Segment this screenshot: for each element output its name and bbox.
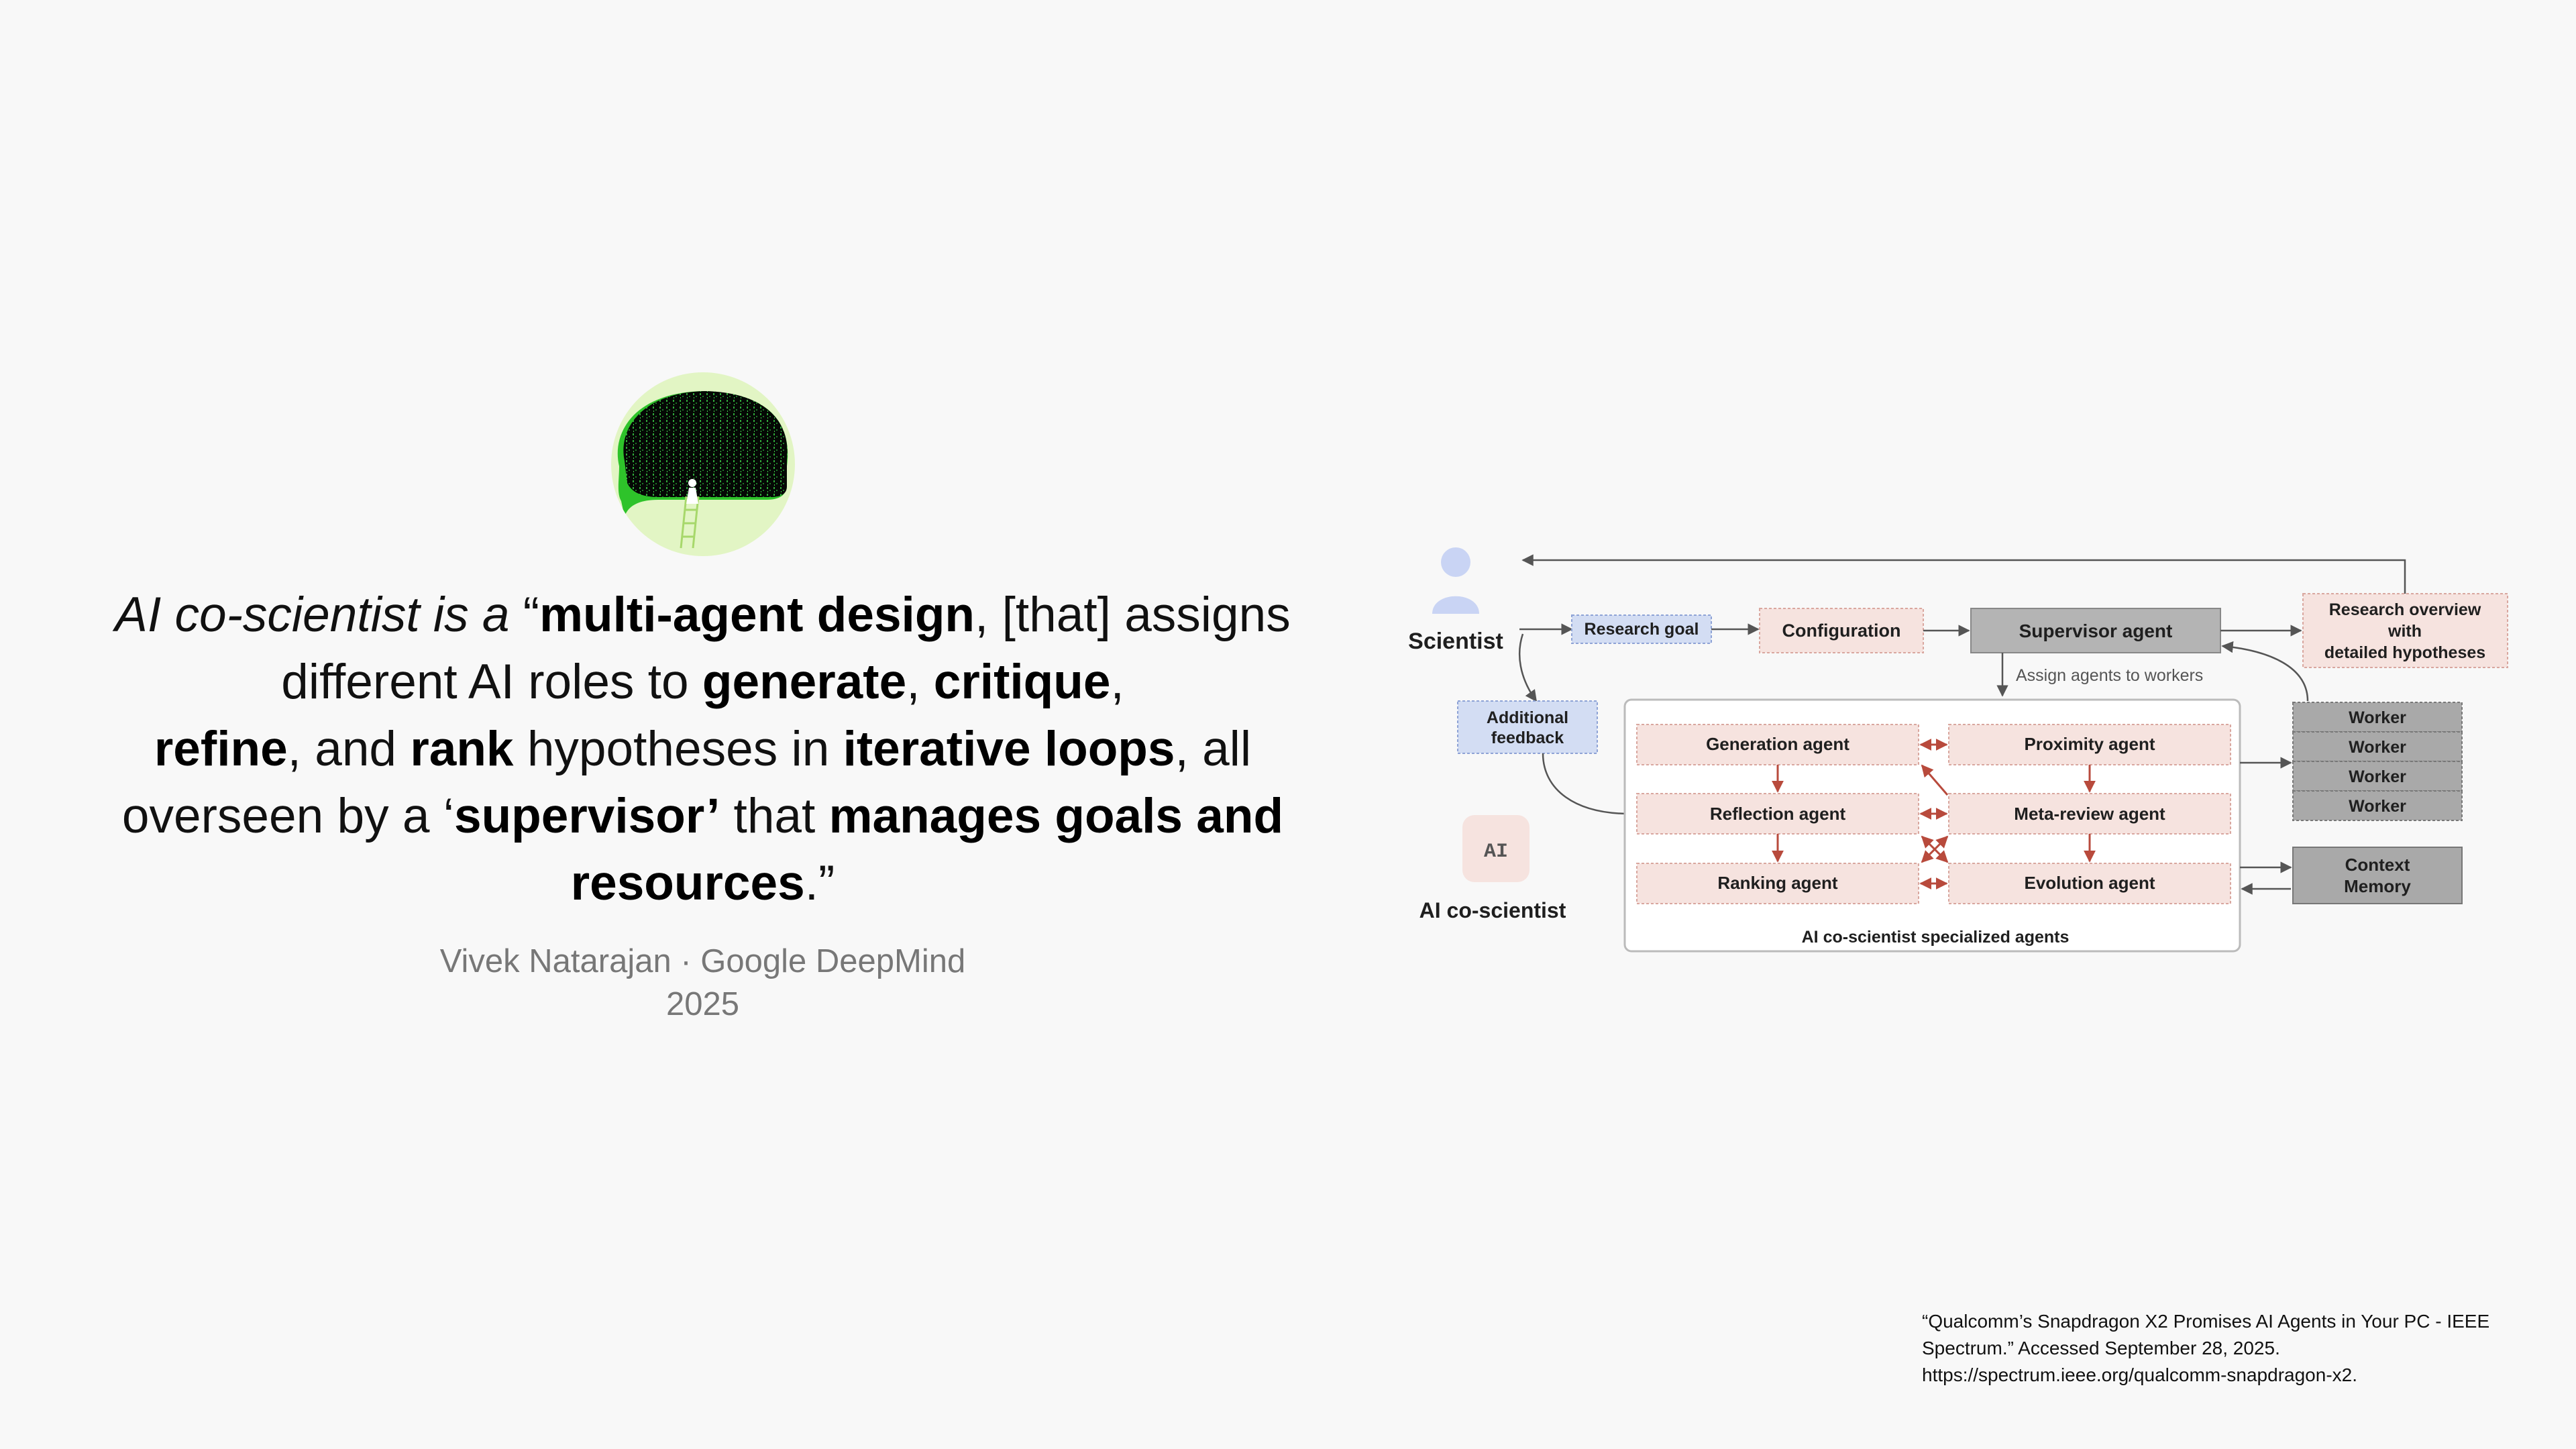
speech-bubble-illustration xyxy=(610,372,795,556)
svg-text:Worker: Worker xyxy=(2349,797,2406,816)
svg-text:Ranking agent: Ranking agent xyxy=(1717,873,1837,893)
agent-interaction-arrows xyxy=(1772,739,2096,890)
research-overview-box: Research overview with detailed hypothes… xyxy=(2302,593,2508,668)
reflection-agent-box: Reflection agent xyxy=(1636,793,1919,835)
supervisor-agent-box: Supervisor agent xyxy=(1970,608,2221,653)
quote-author: Vivek Natarajan · Google DeepMind xyxy=(439,943,966,979)
svg-text:Context: Context xyxy=(2345,855,2410,875)
svg-text:Proximity agent: Proximity agent xyxy=(2024,734,2155,754)
svg-text:Worker: Worker xyxy=(2349,708,2406,727)
svg-text:feedback: feedback xyxy=(1491,729,1564,747)
svg-text:with: with xyxy=(2387,622,2422,641)
context-memory-box: Context Memory xyxy=(2292,847,2463,904)
svg-text:Meta-review agent: Meta-review agent xyxy=(2014,804,2165,824)
svg-text:Memory: Memory xyxy=(2344,876,2411,896)
diagram-svg: Scientist Research goal Configuration Su… xyxy=(1408,547,2508,953)
svg-text:Worker: Worker xyxy=(2349,738,2406,757)
ai-badge-icon: AI xyxy=(1462,815,1529,882)
svg-text:Research overview: Research overview xyxy=(2329,600,2481,619)
ai-coscientist-diagram: Scientist Research goal Configuration Su… xyxy=(1399,500,2519,963)
configuration-box: Configuration xyxy=(1759,608,1924,653)
scientist-label: Scientist xyxy=(1408,629,1503,654)
assign-agents-label: Assign agents to workers xyxy=(2016,666,2203,685)
quote-year: 2025 xyxy=(665,986,739,1022)
research-goal-box: Research goal xyxy=(1571,614,1712,644)
svg-text:AI co-scientist specialized ag: AI co-scientist specialized agents xyxy=(1802,928,2070,947)
svg-text:Reflection agent: Reflection agent xyxy=(1710,804,1846,824)
proximity-agent-box: Proximity agent xyxy=(1948,724,2231,765)
scientist-icon xyxy=(1432,547,1479,614)
svg-text:Supervisor agent: Supervisor agent xyxy=(2019,621,2173,641)
workers-stack: Worker Worker Worker Worker xyxy=(2292,702,2463,821)
svg-text:Additional: Additional xyxy=(1487,708,1568,727)
evolution-agent-box: Evolution agent xyxy=(1948,863,2231,904)
quote-text: AI co-scientist is a “multi-agent design… xyxy=(115,588,1291,910)
svg-text:Evolution agent: Evolution agent xyxy=(2025,873,2155,893)
generation-agent-box: Generation agent xyxy=(1636,724,1919,765)
svg-text:Worker: Worker xyxy=(2349,767,2406,786)
meta-review-agent-box: Meta-review agent xyxy=(1948,793,2231,835)
ranking-agent-box: Ranking agent xyxy=(1636,863,1919,904)
feedback-loop-line xyxy=(1521,554,2406,594)
svg-text:AI: AI xyxy=(1484,841,1508,863)
svg-text:Generation agent: Generation agent xyxy=(1706,734,1849,754)
citation: “Qualcomm’s Snapdragon X2 Promises AI Ag… xyxy=(1922,1311,2490,1385)
ai-coscientist-label: AI co-scientist xyxy=(1419,898,1566,922)
svg-text:Research goal: Research goal xyxy=(1585,620,1699,639)
speech-bubble-icon xyxy=(617,391,788,549)
additional-feedback-box: Additional feedback xyxy=(1457,700,1598,754)
quote-section: AI co-scientist is a “multi-agent design… xyxy=(94,372,1311,1026)
svg-text:detailed hypotheses: detailed hypotheses xyxy=(2324,643,2485,662)
svg-text:Configuration: Configuration xyxy=(1782,621,1901,641)
